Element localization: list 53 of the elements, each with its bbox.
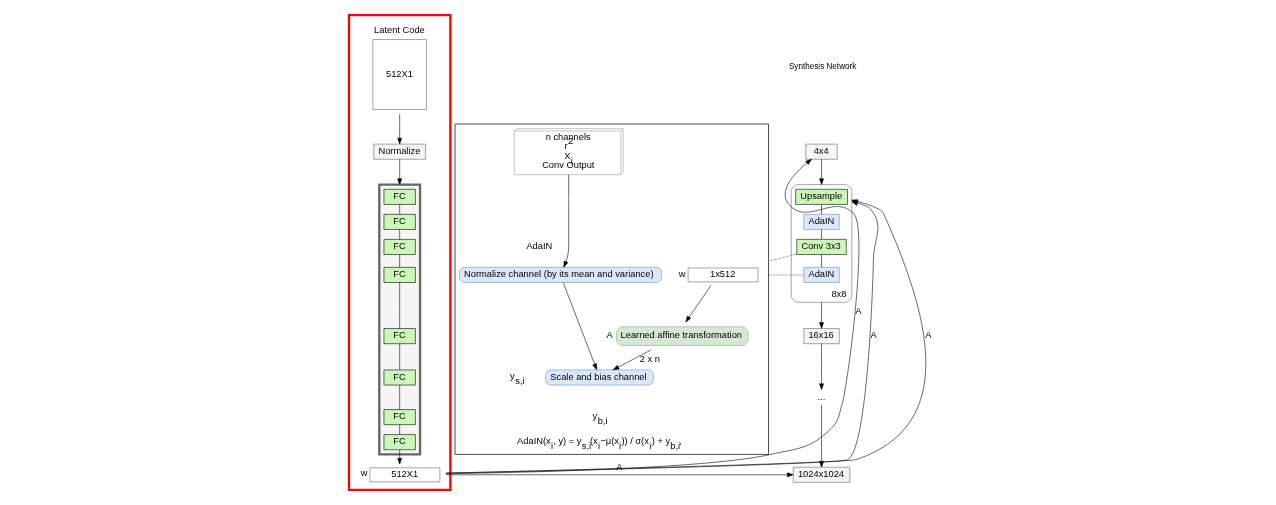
node-box: 4x4 <box>805 143 838 160</box>
node-box: FC <box>383 267 416 283</box>
arrow <box>397 113 402 145</box>
node-box: FC <box>383 409 416 425</box>
arrow <box>612 349 651 371</box>
arrow <box>819 404 824 468</box>
node-box: Upsample <box>795 189 848 205</box>
node-box: FC <box>383 214 416 230</box>
label: AdaIN <box>526 241 553 252</box>
edge-label: A <box>855 306 862 317</box>
node-box: Scale and bias channel <box>545 369 654 386</box>
edge-label: A <box>925 330 932 341</box>
arrow <box>563 174 569 268</box>
connector <box>399 204 400 215</box>
cluster <box>454 123 769 455</box>
connector <box>768 274 804 276</box>
connector <box>821 254 822 268</box>
node-box: Normalize <box>373 143 426 160</box>
cluster <box>378 183 422 456</box>
arrow <box>397 449 402 465</box>
node-box: FC <box>383 328 416 344</box>
cluster <box>347 13 452 492</box>
node-label: w <box>678 268 686 279</box>
arrow <box>562 282 598 370</box>
connector <box>768 253 797 262</box>
node-label: A <box>606 330 613 341</box>
node-box: FC <box>383 434 416 451</box>
node-box: AdaIN <box>803 214 840 230</box>
edge-label: A <box>870 330 877 341</box>
node-box: 16x16 <box>803 328 840 344</box>
node-box: Normalize channel (by its mean and variance) <box>459 267 662 283</box>
node-label: w <box>360 468 368 479</box>
node-box: Conv 3x3 <box>796 239 847 255</box>
arrow <box>445 472 794 478</box>
arrow <box>819 343 824 390</box>
node-box: FC <box>383 369 416 386</box>
connector <box>399 282 400 329</box>
node-box: AdaIN <box>803 267 840 283</box>
node-box: FC <box>383 189 416 205</box>
connector <box>399 424 400 435</box>
connector <box>399 384 400 410</box>
arrow <box>819 302 824 329</box>
arrow <box>819 159 824 185</box>
arrow <box>685 285 712 323</box>
node-label: Latent Code <box>374 25 425 36</box>
node-box: FC <box>383 239 416 255</box>
node-box: 1024x1024 <box>793 466 851 483</box>
connector <box>399 254 400 268</box>
arrow <box>397 159 402 185</box>
connector <box>821 204 822 215</box>
connector <box>399 229 400 240</box>
edge-label: 2 x n <box>639 354 660 365</box>
node-text: ... <box>817 391 826 402</box>
